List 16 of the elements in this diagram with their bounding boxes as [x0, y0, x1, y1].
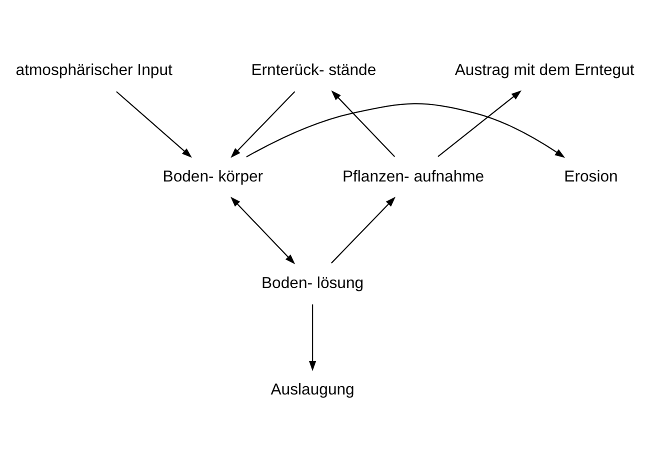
node-text: atmosphärischer Input	[16, 62, 172, 79]
node-text: Boden- körper	[162, 168, 264, 185]
arrow	[331, 90, 396, 157]
node-text: Boden- lösung	[262, 274, 364, 292]
node-text: Pflanzen- aufnahme	[342, 168, 484, 185]
arrow	[116, 90, 192, 158]
arrow	[438, 90, 522, 157]
node-text: Erosion	[564, 168, 618, 185]
arrow	[331, 196, 396, 263]
node-text: Auslaugung	[270, 380, 354, 398]
node-text: Ernterück- stände	[251, 62, 376, 79]
node-text: Austrag mit dem Erntegut	[454, 62, 634, 79]
arrow	[230, 90, 296, 158]
arrow	[230, 196, 296, 264]
arrow	[246, 102, 566, 158]
arrow	[308, 304, 316, 371]
